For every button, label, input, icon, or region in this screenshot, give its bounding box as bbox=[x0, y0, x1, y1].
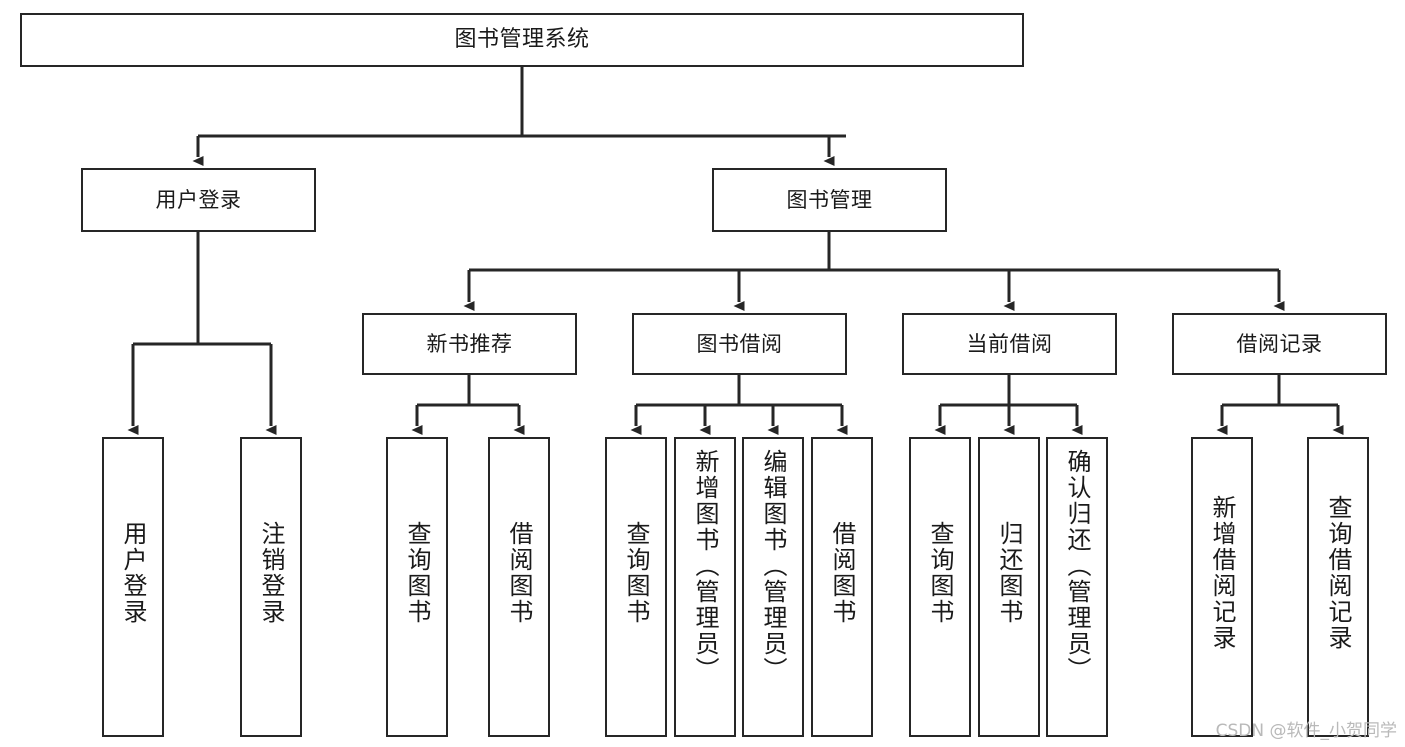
node-leaf-query-book-3[interactable]: 查询图书 bbox=[909, 437, 971, 737]
node-leaf-query-borrow-record-label: 查询借阅记录 bbox=[1324, 495, 1352, 651]
node-leaf-borrow-book-1[interactable]: 借阅图书 bbox=[488, 437, 550, 737]
watermark-text: CSDN @软件_小贺同学 bbox=[1215, 721, 1397, 741]
node-leaf-borrow-book-2[interactable]: 借阅图书 bbox=[811, 437, 873, 737]
node-leaf-query-borrow-record[interactable]: 查询借阅记录 bbox=[1307, 437, 1369, 737]
node-leaf-borrow-book-2-label: 借阅图书 bbox=[828, 521, 856, 625]
node-book-borrow-label: 图书借阅 bbox=[696, 331, 783, 356]
node-root-label: 图书管理系统 bbox=[454, 27, 590, 53]
node-leaf-add-borrow-record-label: 新增借阅记录 bbox=[1208, 495, 1236, 651]
node-leaf-query-book-2[interactable]: 查询图书 bbox=[605, 437, 667, 737]
node-new-book-recommend-label: 新书推荐 bbox=[426, 331, 513, 356]
node-leaf-edit-book-admin[interactable]: 编辑图书（管理员） bbox=[742, 437, 804, 737]
node-leaf-return-book-label: 归还图书 bbox=[995, 521, 1023, 625]
node-user-login[interactable]: 用户登录 bbox=[81, 168, 316, 232]
node-book-management[interactable]: 图书管理 bbox=[712, 168, 947, 232]
node-leaf-confirm-return-admin-label: 确认归还（管理员） bbox=[1063, 449, 1091, 683]
node-leaf-confirm-return-admin[interactable]: 确认归还（管理员） bbox=[1046, 437, 1108, 737]
node-borrow-record-label: 借阅记录 bbox=[1236, 331, 1323, 356]
node-leaf-query-book-1-label: 查询图书 bbox=[403, 521, 431, 625]
node-book-borrow[interactable]: 图书借阅 bbox=[632, 313, 847, 375]
node-leaf-logout-login[interactable]: 注销登录 bbox=[240, 437, 302, 737]
node-leaf-add-book-admin[interactable]: 新增图书（管理员） bbox=[674, 437, 736, 737]
node-leaf-query-book-3-label: 查询图书 bbox=[926, 521, 954, 625]
node-leaf-edit-book-admin-label: 编辑图书（管理员） bbox=[759, 449, 787, 683]
node-leaf-add-borrow-record[interactable]: 新增借阅记录 bbox=[1191, 437, 1253, 737]
node-root[interactable]: 图书管理系统 bbox=[20, 13, 1024, 67]
node-new-book-recommend[interactable]: 新书推荐 bbox=[362, 313, 577, 375]
node-current-borrow-label: 当前借阅 bbox=[966, 331, 1053, 356]
node-leaf-borrow-book-1-label: 借阅图书 bbox=[505, 521, 533, 625]
node-leaf-query-book-1[interactable]: 查询图书 bbox=[386, 437, 448, 737]
node-borrow-record[interactable]: 借阅记录 bbox=[1172, 313, 1387, 375]
node-book-management-label: 图书管理 bbox=[786, 187, 873, 212]
node-user-login-label: 用户登录 bbox=[155, 187, 242, 212]
node-leaf-user-login-label: 用户登录 bbox=[119, 521, 147, 625]
node-leaf-query-book-2-label: 查询图书 bbox=[622, 521, 650, 625]
node-leaf-add-book-admin-label: 新增图书（管理员） bbox=[691, 449, 719, 683]
node-leaf-logout-login-label: 注销登录 bbox=[257, 521, 285, 625]
node-leaf-user-login[interactable]: 用户登录 bbox=[102, 437, 164, 737]
node-leaf-return-book[interactable]: 归还图书 bbox=[978, 437, 1040, 737]
node-current-borrow[interactable]: 当前借阅 bbox=[902, 313, 1117, 375]
